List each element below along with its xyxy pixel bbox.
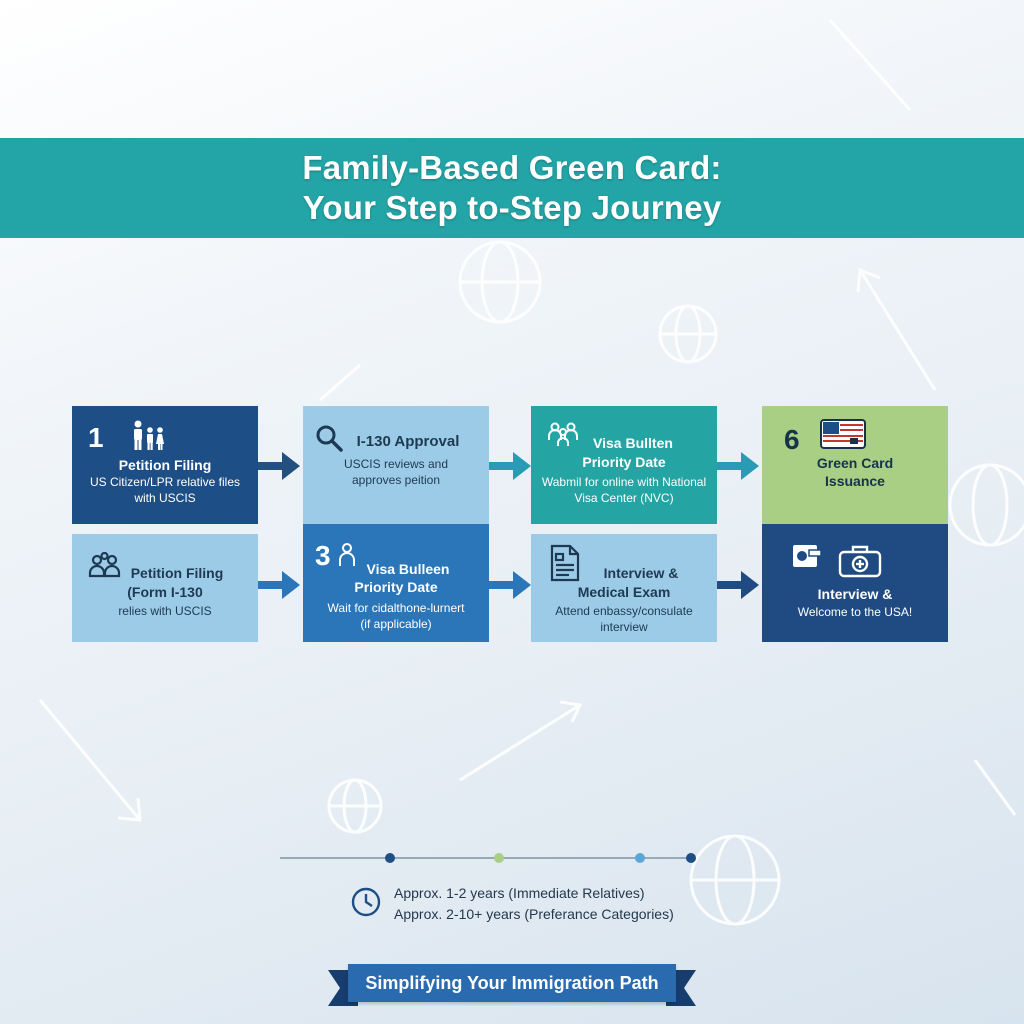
arrow-right-icon — [489, 452, 531, 480]
step-description-line-2: Visa Center (NVC) — [574, 491, 674, 505]
step-description-line-1: US Citizen/LPR relative files — [89, 475, 241, 489]
step-description-line-2: (if applicable) — [360, 617, 432, 631]
step-description-line-1: relies with USCIS — [118, 604, 212, 618]
step-card-2: I-130 Approval USCIS reviews and approve… — [303, 406, 489, 524]
ribbon-label: Simplifying Your Immigration Path — [348, 964, 676, 1002]
step-card-6: 3 Visa Bulleen Priority Date Wait for ci… — [303, 524, 489, 642]
step-description-line-1: Attend enbassy/consulate — [555, 604, 693, 618]
arrow-right-icon — [717, 571, 759, 599]
duration-note: Approx. 1-2 years (Immediate Relatives) … — [350, 884, 710, 924]
timeline-track — [280, 853, 696, 863]
step-card-4: 6 Green Card Issuance — [762, 406, 948, 524]
step-card-7: Interview & Medical Exam Attend enbassy/… — [531, 534, 717, 642]
page-title-line-2: Your Step to-Step Journey — [302, 189, 722, 226]
arrow-right-icon — [258, 571, 300, 599]
step-number: 6 — [784, 424, 800, 455]
step-heading-line-1: Petition Filing — [130, 565, 224, 581]
step-heading-line-2: Issuance — [825, 473, 885, 489]
step-description-line-1: Welcome to the USA! — [797, 605, 913, 619]
step-heading-line-2: (Form I-130 — [127, 584, 203, 600]
step-number: 3 — [315, 540, 331, 571]
step-card-1: 1 Petition Filing US Citizen/LPR relativ… — [72, 406, 258, 524]
step-heading-line-2: Priority Date — [582, 454, 666, 470]
step-description-line-1: Wabmil for online with National — [541, 475, 707, 489]
clock-icon — [351, 887, 381, 917]
duration-immediate-relatives: Approx. 1-2 years (Immediate Relatives) — [394, 885, 645, 901]
arrow-right-icon — [258, 452, 300, 480]
footer-ribbon: Simplifying Your Immigration Path — [328, 962, 696, 1006]
duration-preference-categories: Approx. 2-10+ years (Preferance Categori… — [394, 906, 674, 922]
step-card-3: Visa Bullten Priority Date Wabmil for on… — [531, 406, 717, 524]
person-icon — [339, 543, 355, 566]
title-banner: Family-Based Green Card: Your Step to-St… — [0, 138, 1024, 238]
step-description-line-2: interview — [600, 620, 648, 634]
step-description-line-2: with USCIS — [134, 491, 196, 505]
step-card-8: Interview & Welcome to the USA! — [762, 524, 948, 642]
step-heading-line-1: Visa Bulleen — [366, 561, 450, 577]
step-description-line-2: approves peition — [351, 473, 441, 487]
magnifier-icon — [316, 425, 343, 452]
green-card-icon — [820, 419, 866, 449]
step-heading: I-130 Approval — [356, 433, 460, 450]
family-icon — [134, 420, 164, 450]
people-icon — [88, 552, 121, 578]
arrow-right-icon — [717, 452, 759, 480]
passport-icon — [793, 545, 822, 567]
medical-kit-icon — [838, 545, 882, 578]
step-heading: Interview & — [817, 586, 893, 602]
people-group-icon — [548, 422, 578, 446]
step-heading-line-1: Interview & — [603, 565, 679, 581]
step-heading-line-2: Medical Exam — [577, 584, 671, 600]
arrow-right-icon — [489, 571, 531, 599]
step-heading-line-2: Priority Date — [354, 579, 438, 595]
step-heading-line-1: Visa Bullten — [593, 435, 673, 451]
step-number: 1 — [88, 422, 104, 453]
page-title-line-1: Family-Based Green Card: — [302, 149, 722, 186]
document-icon — [550, 544, 580, 582]
step-heading-line-1: Green Card — [816, 455, 894, 471]
step-heading: Petition Filing — [118, 457, 212, 473]
step-card-5: Petition Filing (Form I-130 relies with … — [72, 534, 258, 642]
step-description-line-1: USCIS reviews and — [343, 457, 449, 471]
step-description-line-1: Wait for cidalthone-lurnert — [327, 601, 465, 615]
